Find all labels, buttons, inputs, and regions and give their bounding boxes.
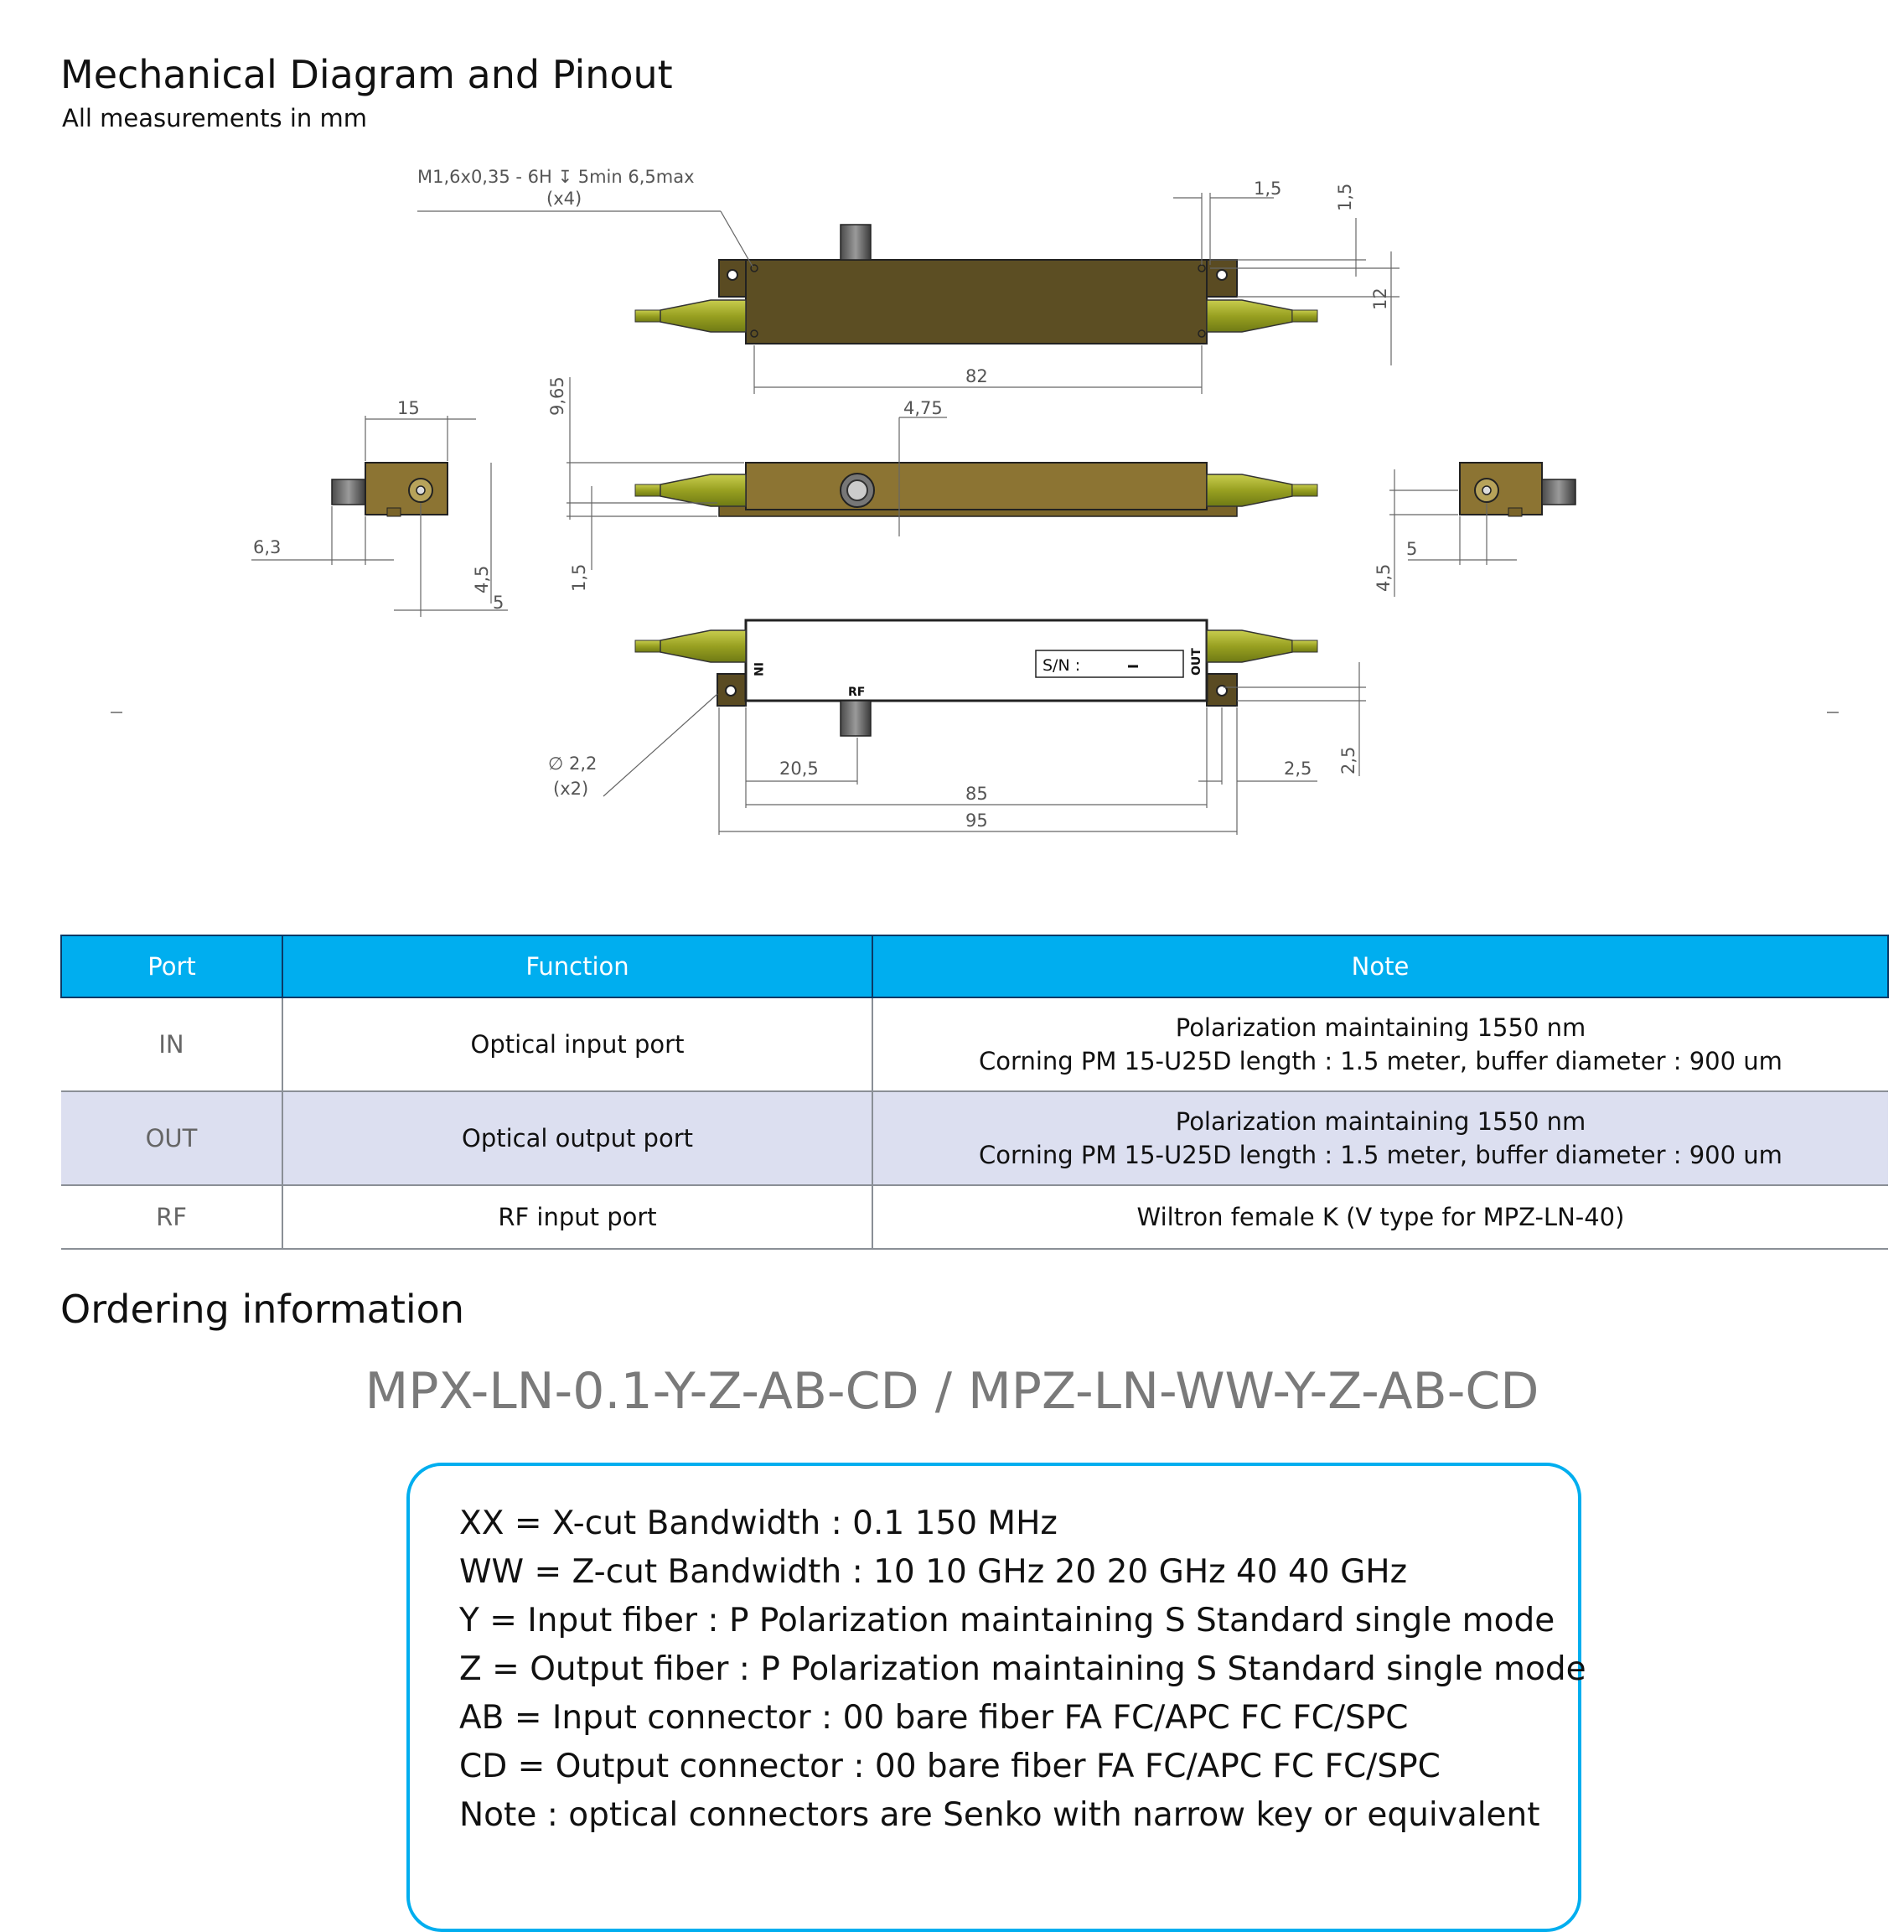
thread-hole bbox=[750, 264, 758, 272]
header-function: Function bbox=[282, 935, 873, 998]
note-line: Wiltron female K (V type for MPZ-LN-40) bbox=[1136, 1203, 1625, 1231]
rf-connector-top bbox=[840, 224, 872, 261]
rf-port-inner bbox=[846, 479, 868, 501]
page-subtitle: All measurements in mm bbox=[62, 104, 367, 132]
mount-hole bbox=[727, 269, 738, 281]
bottom-flange-left bbox=[717, 673, 747, 707]
dim-20-5: 20,5 bbox=[779, 759, 819, 779]
note-cell: Polarization maintaining 1550 nm Corning… bbox=[872, 1091, 1888, 1186]
ordering-option: Note : optical connectors are Senko with… bbox=[459, 1796, 1540, 1834]
rf-label: RF bbox=[848, 686, 865, 699]
top-view: M1,6x0,35 - 6H ↧ 5min 6,5max (x4) 1,5 1,… bbox=[417, 167, 1400, 394]
note-cell: Polarization maintaining 1550 nm Corning… bbox=[872, 997, 1888, 1092]
table-row: IN Optical input port Polarization maint… bbox=[61, 997, 1888, 1092]
table-header-row: Port Function Note bbox=[60, 935, 1889, 998]
table-row: OUT Optical output port Polarization mai… bbox=[61, 1091, 1888, 1186]
mount-hole bbox=[1216, 269, 1228, 281]
note-line: Corning PM 15-U25D length : 1.5 meter, b… bbox=[979, 1141, 1782, 1169]
in-label: IN bbox=[751, 662, 764, 676]
fiber-right bbox=[1291, 309, 1318, 323]
serial-number-box bbox=[1035, 650, 1184, 678]
port-cell: IN bbox=[61, 997, 283, 1092]
header-port: Port bbox=[60, 935, 283, 998]
end-body-right bbox=[1459, 462, 1543, 515]
part-number-code: MPX-LN-0.1-Y-Z-AB-CD / MPZ-LN-WW-Y-Z-AB-… bbox=[365, 1362, 1539, 1421]
note-line: Polarization maintaining 1550 nm bbox=[1175, 1107, 1586, 1136]
ordering-option: Z = Output fiber : P Polarization mainta… bbox=[459, 1650, 1586, 1688]
dim-6-3: 6,3 bbox=[253, 537, 281, 557]
dim-1-5-top: 1,5 bbox=[1254, 179, 1281, 199]
fiber-left-bottom bbox=[634, 640, 661, 653]
function-cell: Optical output port bbox=[282, 1091, 873, 1186]
hole-count: (x2) bbox=[553, 779, 588, 799]
hole-note: ∅ 2,2 bbox=[548, 754, 597, 774]
dim-2-5-h: 2,5 bbox=[1284, 759, 1312, 779]
function-cell: Optical input port bbox=[282, 997, 873, 1092]
dim-15: 15 bbox=[397, 398, 420, 418]
right-end-view: 5 4,5 bbox=[1374, 462, 1576, 597]
fiber-right-side bbox=[1291, 484, 1318, 497]
left-end-view: 15 6,3 4,5 5 bbox=[251, 398, 508, 617]
ordering-option: XX = X-cut Bandwidth : 0.1 150 MHz bbox=[459, 1505, 1058, 1542]
dim-5-left: 5 bbox=[493, 593, 504, 613]
fiber-boot-left-bottom bbox=[660, 629, 747, 663]
thread-hole bbox=[750, 329, 758, 338]
dim-85: 85 bbox=[965, 784, 988, 804]
serial-number-label: S/N : bbox=[1043, 656, 1080, 675]
rf-connector-left-end bbox=[331, 479, 366, 505]
mount-hole bbox=[725, 685, 737, 697]
ordering-option: CD = Output connector : 00 bare fiber FA… bbox=[459, 1748, 1441, 1785]
dim-4-5-left: 4,5 bbox=[472, 566, 492, 593]
end-body-left bbox=[365, 462, 448, 515]
rf-connector-right-end bbox=[1541, 479, 1576, 505]
ordering-option: Y = Input fiber : P Polarization maintai… bbox=[459, 1602, 1555, 1639]
fiber-right-bottom bbox=[1291, 640, 1318, 653]
fiber-boot-left bbox=[660, 299, 747, 333]
dim-12: 12 bbox=[1370, 287, 1390, 310]
note-line: Polarization maintaining 1550 nm bbox=[1175, 1013, 1586, 1042]
thread-count: (x4) bbox=[546, 189, 582, 209]
ordering-title: Ordering information bbox=[60, 1287, 464, 1332]
out-label: OUT bbox=[1190, 648, 1203, 676]
thread-hole bbox=[1198, 329, 1206, 338]
dim-2-5-v: 2,5 bbox=[1338, 747, 1358, 774]
dim-1-5-vert: 1,5 bbox=[1335, 184, 1355, 211]
thread-note: M1,6x0,35 - 6H ↧ 5min 6,5max bbox=[417, 167, 695, 187]
ordering-option: AB = Input connector : 00 bare fiber FA … bbox=[459, 1699, 1409, 1737]
dim-4-5-right: 4,5 bbox=[1374, 564, 1394, 592]
note-line: Corning PM 15-U25D length : 1.5 meter, b… bbox=[979, 1047, 1782, 1075]
ordering-option: WW = Z-cut Bandwidth : 10 10 GHz 20 20 G… bbox=[459, 1553, 1408, 1591]
fiber-boot-left-side bbox=[660, 474, 747, 507]
note-cell: Wiltron female K (V type for MPZ-LN-40) bbox=[872, 1185, 1888, 1250]
fiber-left-side bbox=[634, 484, 661, 497]
dim-1-5-side: 1,5 bbox=[569, 564, 589, 592]
fiber-boot-right bbox=[1206, 299, 1293, 333]
pinout-table: Port Function Note IN Optical input port… bbox=[60, 935, 1889, 1250]
table-row: RF RF input port Wiltron female K (V typ… bbox=[61, 1185, 1888, 1250]
page-title: Mechanical Diagram and Pinout bbox=[60, 52, 673, 97]
port-cell: RF bbox=[61, 1185, 283, 1250]
dim-9-65: 9,65 bbox=[547, 376, 567, 416]
dim-82: 82 bbox=[965, 366, 988, 386]
mechanical-diagram: M1,6x0,35 - 6H ↧ 5min 6,5max (x4) 1,5 1,… bbox=[111, 167, 1839, 835]
dim-5-right: 5 bbox=[1406, 539, 1417, 559]
fiber-boot-right-bottom bbox=[1206, 629, 1293, 663]
side-view: 9,65 4,75 1,5 bbox=[547, 376, 1318, 592]
rf-connector-bottom bbox=[840, 700, 872, 737]
dim-4-75: 4,75 bbox=[903, 398, 943, 418]
header-note: Note bbox=[872, 935, 1889, 998]
modulator-body-side bbox=[745, 462, 1208, 510]
function-cell: RF input port bbox=[282, 1185, 873, 1250]
mount-hole bbox=[1216, 685, 1228, 697]
bottom-view: IN OUT RF S/N : ∅ 2,2 (x2) 20,5 85 95 2 bbox=[548, 619, 1366, 835]
fiber-left bbox=[634, 309, 661, 323]
port-cell: OUT bbox=[61, 1091, 283, 1186]
dim-95: 95 bbox=[965, 811, 988, 831]
mounting-flange-left bbox=[718, 259, 747, 298]
fiber-boot-right-side bbox=[1206, 474, 1293, 507]
modulator-body-top bbox=[745, 259, 1208, 344]
